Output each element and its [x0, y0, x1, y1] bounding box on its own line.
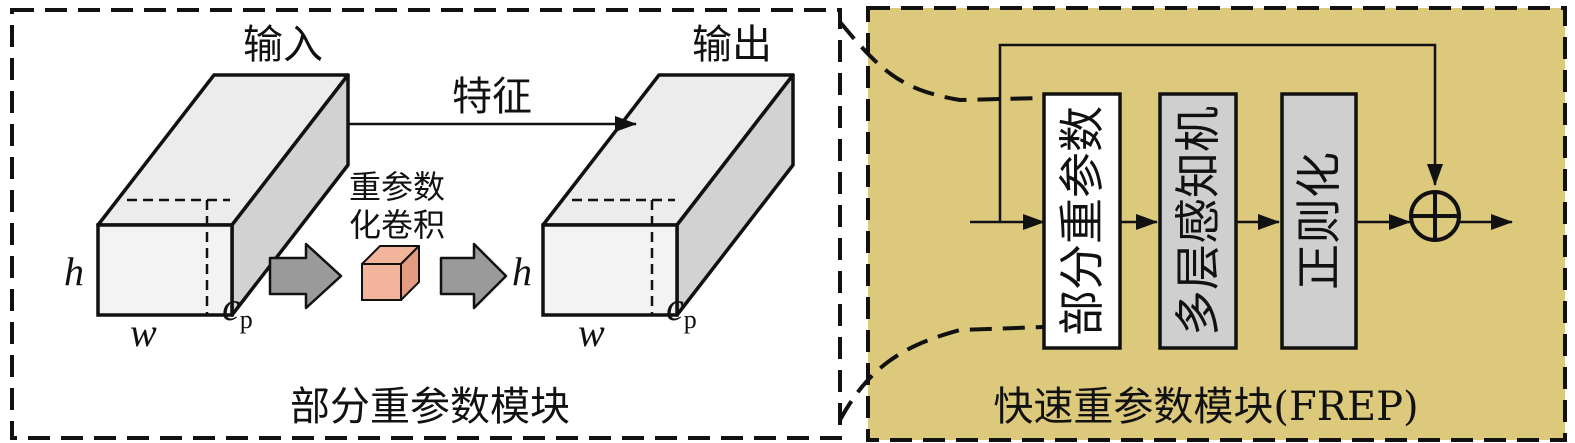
block-arrow-1: [268, 242, 343, 310]
dim-c-input: cp: [222, 284, 253, 334]
block-mlp-label: 多层感知机: [1171, 106, 1225, 336]
dim-h-output: h: [512, 249, 532, 294]
zoom-connector-bottom: [838, 325, 1045, 421]
block-normalization: 正则化: [1280, 92, 1358, 350]
output-label: 输出: [692, 22, 772, 68]
right-panel: 部分重参数 多层感知机 正则化 快速重参数模块(FREP): [866, 6, 1567, 442]
sum-node-icon: [1409, 190, 1461, 242]
conv-cube: [361, 245, 420, 301]
zoom-connector-top: [838, 20, 1045, 103]
left-panel-border: [10, 8, 842, 440]
input-label: 输入: [243, 22, 323, 68]
dim-w-input: w: [130, 310, 157, 355]
block-normalization-label: 正则化: [1292, 152, 1346, 290]
dim-h-input: h: [64, 249, 84, 294]
block-partial-reparam: 部分重参数: [1042, 92, 1122, 350]
conv-label-line1: 重参数: [349, 168, 445, 206]
block-partial-reparam-label: 部分重参数: [1055, 106, 1109, 336]
input-cuboid-front: [96, 223, 234, 317]
input-cuboid: [96, 73, 350, 317]
block-arrow-2: [439, 242, 508, 310]
output-cuboid-front: [541, 223, 679, 317]
output-cuboid: [541, 73, 795, 317]
dim-c-output: cp: [666, 284, 697, 334]
left-panel-title: 部分重参数模块: [290, 384, 570, 430]
right-panel-title: 快速重参数模块(FREP): [993, 384, 1418, 430]
conv-label-line2: 化卷积: [349, 206, 445, 244]
block-mlp: 多层感知机: [1158, 92, 1238, 350]
bypass-line: [998, 43, 1443, 222]
left-panel: 输入 输出 特征 重参数 化卷积 h w cp h w cp 部分重参数模块: [10, 8, 842, 440]
feature-label: 特征: [452, 74, 532, 120]
dim-w-output: w: [578, 310, 605, 355]
